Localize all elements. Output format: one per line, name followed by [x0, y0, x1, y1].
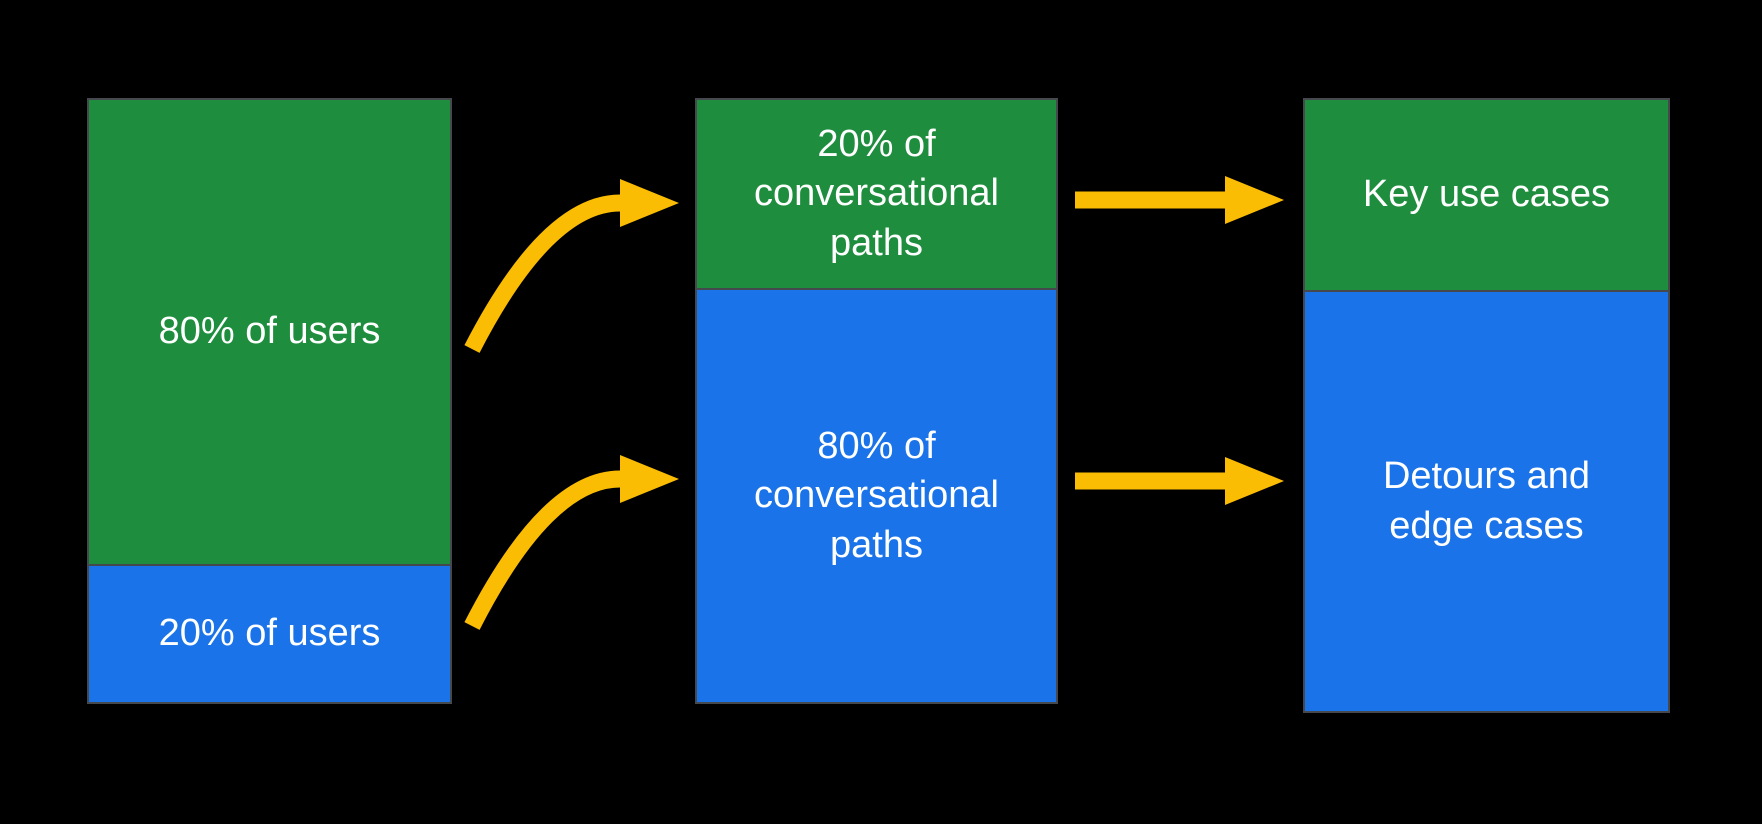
- segment-paths-80-label: 80% of conversational paths: [753, 424, 1000, 566]
- straight-arrow-icon: [1075, 457, 1284, 505]
- segment-paths-80: 80% of conversational paths: [695, 288, 1058, 704]
- segment-detours-edge-cases-label: Detours and edge cases: [1382, 455, 1590, 547]
- segment-paths-20: 20% of conversational paths: [695, 98, 1058, 290]
- segment-detours-edge-cases: Detours and edge cases: [1303, 290, 1670, 713]
- segment-users-20: 20% of users: [87, 564, 452, 704]
- segment-users-20-label: 20% of users: [158, 612, 381, 655]
- straight-arrow-icon: [1075, 176, 1284, 224]
- segment-users-80-label: 80% of users: [158, 310, 381, 353]
- segment-key-use-cases-label: Key use cases: [1362, 173, 1611, 216]
- segment-key-use-cases: Key use cases: [1303, 98, 1670, 292]
- curved-arrow-icon: [464, 455, 679, 630]
- segment-users-80: 80% of users: [87, 98, 452, 566]
- segment-paths-20-label: 20% of conversational paths: [753, 122, 1000, 264]
- curved-arrow-icon: [464, 179, 679, 353]
